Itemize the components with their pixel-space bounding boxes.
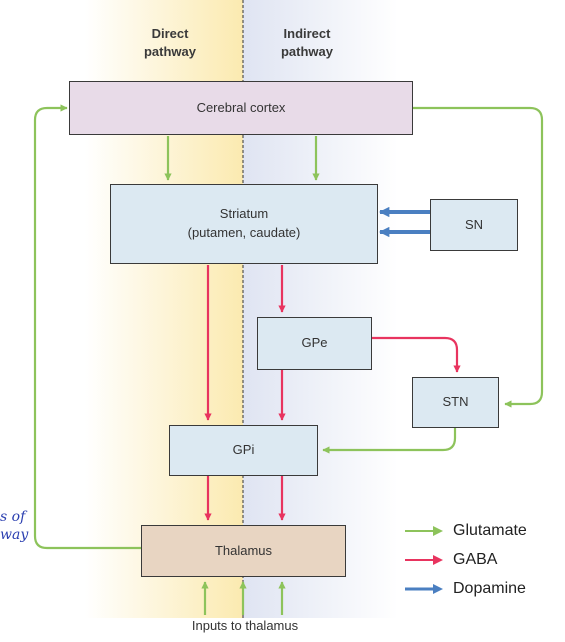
gpe-to-stn-arrow (372, 336, 461, 373)
legend-glutamate: Glutamate (405, 520, 527, 542)
indirect-pathway-text: Indirect pathway (280, 26, 333, 59)
red-arrow-icon (405, 555, 443, 565)
gpi-label: GPi (232, 442, 255, 458)
sn-label: SN (464, 216, 484, 232)
stn-label: STN (442, 394, 469, 410)
cerebral-cortex-box: Cerebral cortex (69, 81, 413, 135)
gpe-box: GPe (257, 317, 372, 370)
legend-gaba-label: GABA (453, 551, 498, 568)
thalamus-to-cortex-arrow (33, 104, 141, 550)
handwritten-annotation: s of way (0, 509, 29, 543)
striatum-box: Striatum (putamen, caudate) (110, 184, 378, 264)
green-arrow-icon (405, 526, 443, 536)
sn-box: SN (430, 199, 518, 251)
cortex-to-stn-arrow (413, 106, 544, 408)
striatum-label: Striatum (putamen, caudate) (187, 206, 301, 240)
blue-arrow-icon (405, 584, 443, 594)
indirect-pathway-label: Indirect pathway (262, 25, 352, 60)
legend-glutamate-label: Glutamate (453, 522, 527, 539)
gpe-label: GPe (301, 335, 328, 351)
stn-to-gpi-arrow (322, 428, 457, 454)
direct-pathway-label: Direct pathway (130, 25, 210, 60)
gpi-box: GPi (169, 425, 318, 476)
legend-dopamine-label: Dopamine (453, 580, 526, 597)
cerebral-cortex-label: Cerebral cortex (196, 99, 286, 115)
thalamus-label: Thalamus (214, 542, 273, 558)
stn-box: STN (412, 377, 499, 428)
thalamus-box: Thalamus (141, 525, 346, 577)
legend-dopamine: Dopamine (405, 578, 526, 600)
legend-gaba: GABA (405, 549, 497, 571)
direct-pathway-text: Direct pathway (143, 26, 196, 59)
inputs-to-thalamus-label: Inputs to thalamus (191, 618, 299, 633)
